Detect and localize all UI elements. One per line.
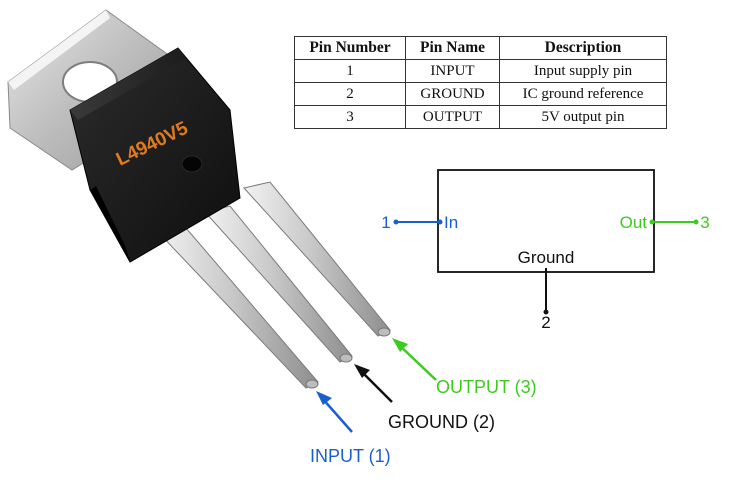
cell-pin-number: 2 [294,82,406,106]
schematic-block: In Out Ground 1 3 2 [381,169,710,332]
header-pin-number: Pin Number [294,36,406,60]
output-callout: OUTPUT (3) [436,377,537,397]
ground-callout: GROUND (2) [388,412,495,432]
header-pin-name: Pin Name [405,36,500,60]
table-row: 3 OUTPUT 5V output pin [294,105,667,129]
to220-package: L4940V5 [7,9,391,389]
cell-description: IC ground reference [499,82,667,106]
cell-pin-name: OUTPUT [405,105,500,129]
in-label: In [444,213,458,232]
table-header-row: Pin Number Pin Name Description [294,36,667,60]
cell-pin-number: 3 [294,105,406,129]
cell-description: Input supply pin [499,59,667,83]
table-row: 1 INPUT Input supply pin [294,59,667,83]
cell-pin-name: INPUT [405,59,500,83]
callouts: OUTPUT (3) GROUND (2) INPUT (1) [310,338,537,466]
ground-arrow-icon [354,364,393,403]
table-row: 2 GROUND IC ground reference [294,82,667,106]
input-arrow-icon [316,391,353,433]
body-dimple-icon [181,155,203,173]
lead-3 [243,181,391,337]
pin2-number: 2 [541,313,550,332]
pin1-number: 1 [381,213,390,232]
input-callout: INPUT (1) [310,446,391,466]
cell-pin-number: 1 [294,59,406,83]
ic-box [437,169,655,273]
pin3-number: 3 [700,213,709,232]
ground-label: Ground [518,248,575,267]
leads [156,181,391,389]
header-description: Description [499,36,667,60]
pin-table: Pin Number Pin Name Description 1 INPUT … [294,36,667,129]
out-label: Out [620,213,648,232]
output-arrow-icon [392,338,437,381]
plastic-body [69,47,241,263]
cell-pin-name: GROUND [405,82,500,106]
cell-description: 5V output pin [499,105,667,129]
